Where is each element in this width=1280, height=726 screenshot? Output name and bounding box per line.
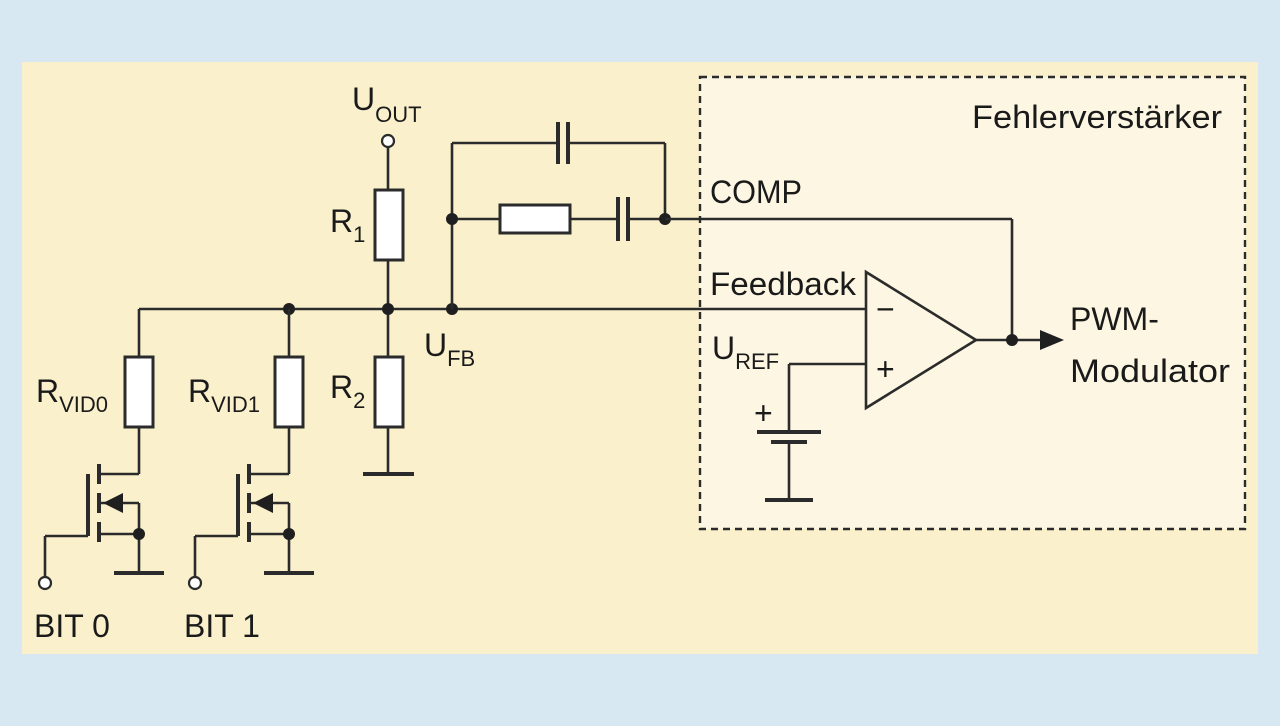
resistor-rvid1 — [273, 355, 305, 429]
junction-divider — [382, 303, 394, 315]
feedback-label: Feedback — [710, 266, 857, 302]
transistor-bit1-icon — [187, 464, 314, 591]
u-out-terminal — [380, 133, 396, 190]
bit0-label: BIT 0 — [34, 608, 110, 644]
transistor-bit0-icon — [37, 464, 164, 591]
u-out-label-sub: OUT — [375, 102, 421, 127]
resistor-r2 — [373, 355, 405, 429]
reference-battery-icon — [757, 362, 866, 502]
compensation-network — [446, 122, 671, 309]
bit1-label: BIT 1 — [184, 608, 260, 644]
output-arrow-icon — [1040, 330, 1064, 350]
resistor-r1 — [373, 188, 405, 262]
rvid1-label: RVID1 — [188, 373, 260, 417]
opamp-minus-sign: − — [876, 291, 895, 327]
junction-output — [1006, 334, 1018, 346]
r1-label: R1 — [330, 203, 365, 247]
error-amplifier-box — [698, 75, 1247, 531]
pwm-label-line2: Modulator — [1070, 353, 1230, 389]
error-amplifier-opamp-icon — [864, 269, 979, 411]
u-ref-label: UREF — [712, 330, 779, 374]
comp-resistor — [498, 203, 572, 235]
u-out-label-main: U — [352, 81, 375, 117]
rvid0-label: RVID0 — [36, 373, 108, 417]
u-out-label: UOUT — [352, 81, 422, 127]
pwm-label-line1: PWM- — [1070, 301, 1159, 337]
u-fb-label: UFB — [424, 327, 475, 371]
opamp-plus-sign: + — [876, 351, 895, 387]
battery-plus-sign: + — [754, 395, 773, 431]
r2-label: R2 — [330, 369, 365, 413]
error-amplifier-title: Fehlerverstärker — [972, 99, 1222, 135]
comp-label: COMP — [710, 174, 802, 210]
resistor-rvid0 — [123, 355, 155, 429]
